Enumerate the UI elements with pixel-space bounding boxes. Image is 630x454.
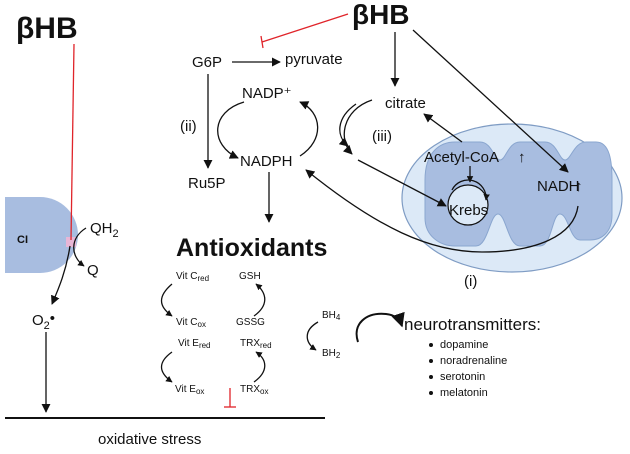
nadph-oxidation-arc — [299, 101, 319, 157]
q-label: Q — [87, 262, 99, 279]
vite-cycle-arrow — [160, 351, 173, 383]
bullet — [429, 375, 433, 379]
trx-red-label: TRXred — [240, 338, 272, 350]
qh2-label: QH2 — [90, 220, 119, 240]
bullet — [429, 391, 433, 395]
citrate-label: citrate — [385, 95, 426, 112]
superoxide-label: O2• — [32, 310, 55, 332]
nadph-krebs-arrow — [357, 159, 447, 207]
nadph-label: NADPH — [240, 153, 293, 170]
complex-i-shape — [5, 197, 78, 273]
neurotransmitter-item: dopamine — [440, 339, 488, 351]
neurotransmitter-item: noradrenaline — [440, 355, 507, 367]
vite-ox-label: Vit Eox — [175, 384, 204, 396]
vitamin-e-redox-pair: Vit Ered Vit Eox — [160, 338, 211, 396]
vite-red-label: Vit Ered — [178, 338, 211, 350]
neurotransmitter-item: serotonin — [440, 371, 485, 383]
bullet — [429, 359, 433, 363]
bhb-inhibits-complex-i-line — [70, 43, 75, 241]
neurotransmitter-list: dopamine noradrenaline serotonin melaton… — [429, 339, 507, 399]
bh2-label: BH2 — [322, 348, 341, 360]
krebs-cycle-arrow — [451, 179, 490, 201]
krebs-cycle-circle — [447, 184, 489, 226]
acetyl-coa-label: Acetyl-CoA — [424, 149, 499, 166]
complex-i-label: CI — [17, 234, 28, 246]
neurotransmitter-item: melatonin — [440, 387, 488, 399]
path-iii-label: (iii) — [372, 128, 392, 145]
nadp-reduction-arc — [217, 101, 245, 159]
bhb-top-label: βHB — [352, 0, 410, 30]
bhb-to-nadh-arrow — [412, 29, 569, 173]
path-i-label: (i) — [464, 273, 477, 290]
vitamin-c-redox-pair: Vit Cred Vit Cox — [160, 271, 209, 329]
nadp-plus-label: NADP⁺ — [242, 85, 292, 102]
bh4-to-neurotransmitters-arc — [355, 311, 405, 343]
citrate-to-nadph-arc — [338, 103, 357, 147]
acetyl-coa-to-citrate-arrow — [423, 113, 463, 143]
pyruvate-label: pyruvate — [285, 51, 343, 68]
vitc-red-label: Vit Cred — [176, 271, 209, 283]
inhibition-bar-top — [260, 35, 264, 49]
vitc-cycle-arrow — [160, 283, 173, 317]
vitc-ox-label: Vit Cox — [176, 317, 206, 329]
binding-site-marker — [66, 237, 76, 247]
ru5p-label: Ru5P — [188, 175, 226, 192]
qh2-to-q-arrow — [73, 227, 87, 267]
bh4-label: BH4 — [322, 310, 341, 322]
nadh-to-nadph-curve — [305, 169, 579, 253]
thioredoxin-redox-pair: TRXred TRXox — [240, 338, 272, 396]
bullet — [429, 343, 433, 347]
complex-i-to-superoxide-arrow — [51, 245, 71, 305]
nadh-up-arrow: ↑ — [575, 178, 583, 195]
acetyl-coa-up-arrow: ↑ — [518, 149, 526, 166]
gssg-label: GSSG — [236, 317, 265, 328]
bhb-left-label: βHB — [16, 12, 78, 45]
nadh-label: NADH — [537, 178, 580, 195]
bh-cycle-arrow — [306, 321, 319, 351]
glutathione-redox-pair: GSH GSSG — [236, 271, 266, 328]
path-ii-label: (ii) — [180, 118, 197, 135]
neurotransmitters-heading: neurotransmitters: — [404, 315, 541, 334]
trx-cycle-arrow — [253, 351, 266, 383]
trx-ox-label: TRXox — [240, 384, 268, 396]
bhb-inhibits-glycolysis-line — [261, 13, 349, 43]
gsh-cycle-arrow — [253, 283, 266, 317]
antioxidants-heading: Antioxidants — [176, 234, 327, 262]
citrate-arc-iii — [342, 99, 373, 155]
oxidative-stress-label: oxidative stress — [98, 431, 201, 448]
gsh-label: GSH — [239, 271, 261, 282]
g6p-label: G6P — [192, 54, 222, 71]
krebs-label: Krebs — [449, 202, 488, 219]
